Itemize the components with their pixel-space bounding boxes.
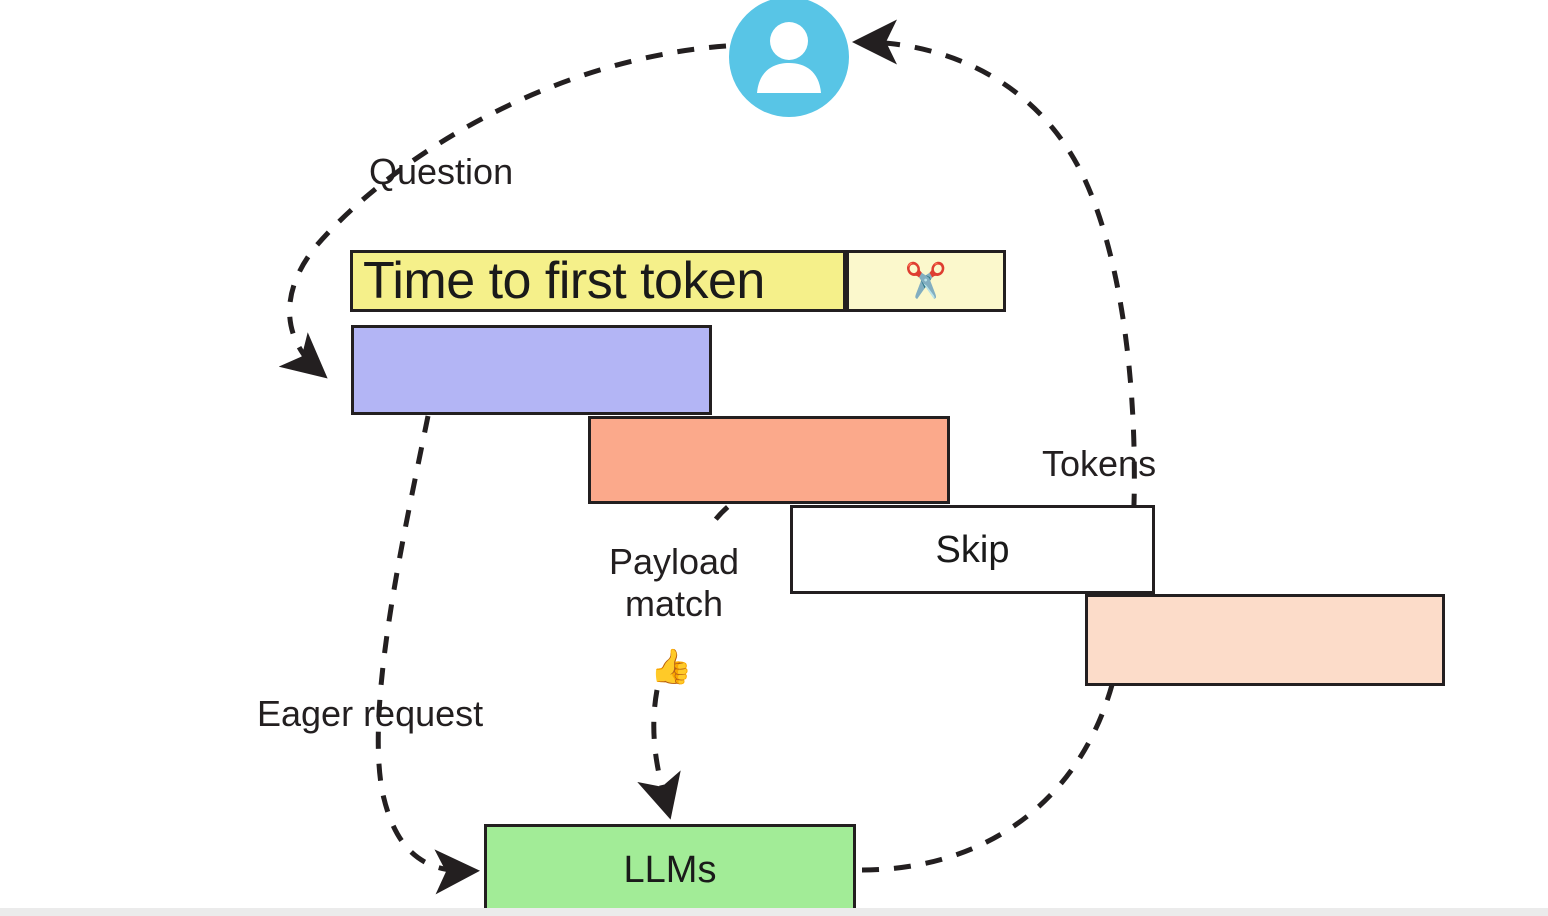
thumbs-up-icon: 👍 [650, 648, 693, 686]
box-llms-label: LLMs [623, 849, 717, 891]
bar-decode [588, 416, 950, 504]
user-avatar-icon [729, 0, 849, 117]
bar-time-to-first-token-label: Time to first token [363, 252, 765, 310]
label-tokens: Tokens [1042, 443, 1157, 484]
bar-stream [1085, 594, 1445, 686]
label-payload-match-line2: match [624, 583, 724, 625]
edge-payload-to-llms [637, 689, 681, 820]
label-question: Question [369, 151, 514, 192]
bar-skip: Skip [790, 505, 1155, 594]
label-payload-match: Payload match [608, 541, 740, 626]
bar-skip-label: Skip [935, 528, 1010, 571]
box-llms: LLMs [484, 824, 856, 916]
bar-scissors-cut: ✂️ [846, 250, 1006, 312]
bar-time-to-first-token: Time to first token [350, 250, 846, 312]
edge-question [278, 43, 727, 379]
label-eager-request: Eager request [257, 693, 484, 734]
bar-prefill [351, 325, 712, 415]
edge-eager-request [375, 415, 480, 895]
scissors-icon: ✂️ [904, 262, 948, 300]
footer-strip [0, 908, 1548, 916]
label-payload-match-line1: Payload [608, 541, 740, 582]
user-glyph-icon [757, 22, 821, 93]
